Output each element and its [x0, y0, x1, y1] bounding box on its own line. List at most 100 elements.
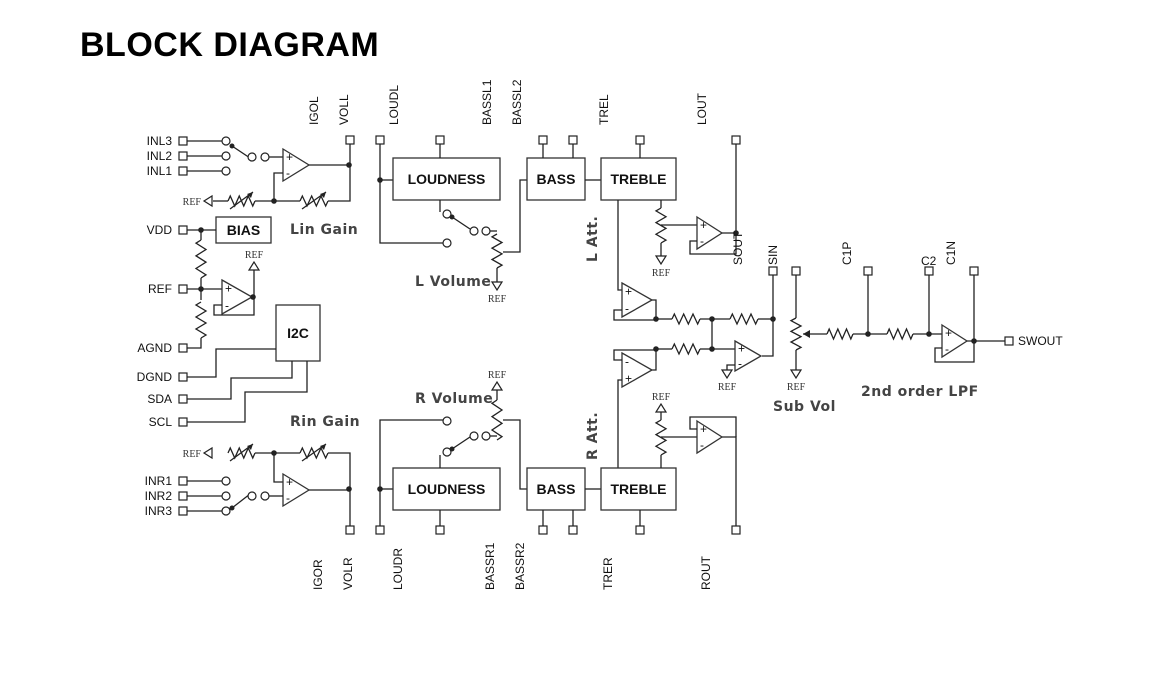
wire [273, 172, 283, 201]
sub-vol-label: Sub Vol [773, 399, 836, 415]
ref-ground-icon [247, 260, 261, 271]
pin-pad [178, 225, 188, 235]
pin-pad [435, 525, 445, 535]
switch-arrow-icon [449, 446, 455, 452]
wire [652, 349, 657, 371]
wire [613, 309, 656, 321]
pin-label-top-4: BASSL2 [510, 79, 524, 125]
ref-ground-icon [720, 369, 734, 380]
pin-label-sout: SOUT [731, 231, 745, 265]
wire [187, 361, 293, 400]
pin-pad [791, 266, 801, 276]
pin-label-6: DGND [137, 370, 173, 384]
op-amp-plus: + [700, 218, 707, 232]
op-amp-icon [282, 147, 311, 183]
bass-r-block-label: BASS [537, 481, 576, 497]
switch-contact [221, 166, 231, 176]
pin-pad [768, 266, 778, 276]
wire [671, 342, 701, 356]
pin-label-2: INL1 [147, 164, 173, 178]
wire [726, 364, 735, 370]
pin-pad [635, 525, 645, 535]
op-amp-icon [941, 323, 969, 359]
arrow-icon [247, 192, 253, 198]
pin-pad [731, 525, 741, 535]
junction-dot [250, 294, 256, 300]
ref-label: REF [652, 268, 671, 279]
switch-contact [481, 226, 491, 236]
pin-pad [345, 525, 355, 535]
wire [722, 144, 737, 234]
loudness-r-block-label: LOUDNESS [408, 481, 486, 497]
pin-pad [635, 135, 645, 145]
wire [934, 275, 975, 363]
switch-arrow-icon [449, 214, 455, 220]
op-amp-icon [221, 278, 254, 316]
wire [729, 312, 759, 326]
treble-r-block-label: TREBLE [611, 481, 667, 497]
op-amp-plus: + [225, 282, 232, 296]
op-amp-icon [734, 339, 763, 373]
pin-label-bottom-0: IGOR [311, 559, 325, 590]
pin-label-7: SDA [147, 392, 172, 406]
wire [689, 416, 737, 437]
wire [213, 297, 255, 316]
pin-label-8: SCL [149, 415, 173, 429]
i2c-block-label: I2C [287, 325, 309, 341]
treble-r-block [600, 467, 677, 511]
arrow-icon [320, 444, 326, 450]
pin-pad [731, 135, 741, 145]
pin-label-10: INR2 [145, 489, 173, 503]
switch-contact [469, 431, 479, 441]
ref-ground-icon [490, 380, 504, 391]
l-att-label: L Att. [585, 216, 601, 262]
bass-l-block-label: BASS [537, 171, 576, 187]
wire [187, 361, 308, 423]
pin-label-4: REF [148, 282, 172, 296]
wire [886, 327, 914, 341]
wire [826, 327, 854, 341]
op-amp-icon [696, 419, 724, 455]
switch-contact [247, 152, 257, 162]
wire [689, 233, 737, 255]
pin-pad [178, 491, 188, 501]
op-amp-minus: + [625, 372, 632, 386]
wire [503, 179, 527, 253]
wire [328, 144, 351, 202]
op-amp-minus: - [700, 234, 704, 248]
switch-arrow-icon [229, 143, 235, 149]
pin-pad [178, 166, 188, 176]
ref-label: REF [652, 392, 671, 403]
wire [252, 270, 255, 298]
pin-label-c1p: C1P [840, 242, 854, 265]
wire [194, 239, 208, 279]
wire [617, 200, 622, 291]
switch-contact [481, 431, 491, 441]
junction-dot [346, 162, 352, 168]
op-amp-minus: - [286, 166, 290, 180]
wire [617, 379, 622, 468]
bias-block-label: BIAS [227, 222, 260, 238]
page-title: BLOCK DIAGRAM [80, 26, 380, 64]
switch-contact [221, 506, 231, 516]
pin-label-0: INL3 [147, 134, 173, 148]
pin-pad [568, 135, 578, 145]
pin-pad [863, 266, 873, 276]
op-amp-icon [282, 472, 311, 508]
pin-label-bottom-6: ROUT [699, 555, 713, 590]
op-amp-plus: + [700, 422, 707, 436]
pin-label-c2: C2 [921, 254, 937, 268]
l-volume-label: L Volume [415, 274, 491, 290]
wire [789, 317, 803, 351]
loudness-l-block-label: LOUDNESS [408, 171, 486, 187]
op-amp-plus: + [945, 326, 952, 340]
pin-pad [178, 372, 188, 382]
pin-pad [538, 525, 548, 535]
pin-label-bottom-3: BASSR1 [483, 542, 497, 590]
pin-label-bottom-2: LOUDR [391, 548, 405, 590]
junction-dot [346, 486, 352, 492]
op-amp-plus: + [625, 285, 632, 299]
switch-contact [260, 491, 270, 501]
switch-contact [442, 447, 452, 457]
